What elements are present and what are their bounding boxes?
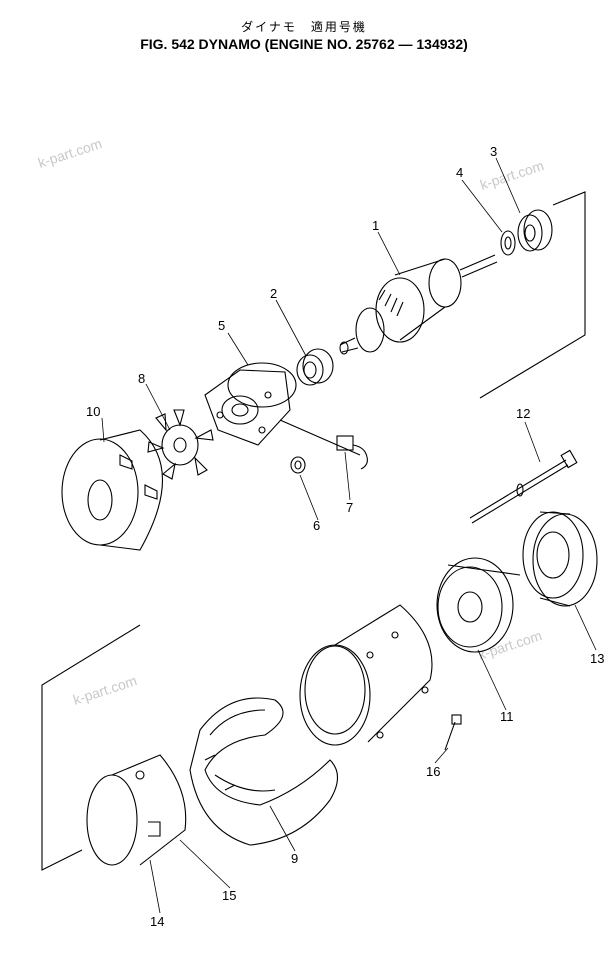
yoke-body xyxy=(299,604,433,746)
screw-16 xyxy=(444,714,462,751)
callout-2: 2 xyxy=(270,286,277,301)
callout-1: 1 xyxy=(372,218,379,233)
callout-6: 6 xyxy=(313,518,320,533)
washer-4 xyxy=(500,230,516,256)
band-cover-15 xyxy=(86,754,187,866)
fan-8 xyxy=(147,409,214,480)
callout-15: 15 xyxy=(222,888,236,903)
callout-7: 7 xyxy=(346,500,353,515)
callout-8: 8 xyxy=(138,371,145,386)
cover-13 xyxy=(522,511,598,607)
callout-5: 5 xyxy=(218,318,225,333)
watermark-2: k-part.com xyxy=(478,157,546,193)
diagram-title-jp: ダイナモ 適用号機 xyxy=(241,20,367,34)
callout-9: 9 xyxy=(291,851,298,866)
callout-14: 14 xyxy=(150,914,164,929)
field-coil-9 xyxy=(189,697,339,846)
brush-7 xyxy=(336,435,368,470)
armature-1 xyxy=(339,254,498,355)
callout-13: 13 xyxy=(590,651,604,666)
bearing-2 xyxy=(296,348,334,386)
callout-10: 10 xyxy=(86,404,100,419)
end-frame-5 xyxy=(204,362,297,446)
watermark-1: k-part.com xyxy=(36,135,104,171)
diagram-title: FIG. 542 DYNAMO (ENGINE NO. 25762 — 1349… xyxy=(140,36,468,52)
end-frame-11 xyxy=(436,557,514,653)
watermark-3: k-part.com xyxy=(71,672,139,708)
assembly-guide-lines xyxy=(41,191,586,871)
through-bolt-12 xyxy=(469,449,578,524)
callout-16: 16 xyxy=(426,764,440,779)
bearing-3 xyxy=(517,209,553,252)
pulley-10 xyxy=(61,429,164,551)
callout-12: 12 xyxy=(516,406,530,421)
callout-3: 3 xyxy=(490,144,497,159)
callout-4: 4 xyxy=(456,165,463,180)
watermark-4: k-part.com xyxy=(476,627,544,663)
callout-11: 11 xyxy=(500,709,514,724)
leader-lines xyxy=(101,157,597,914)
spring-6 xyxy=(290,456,306,474)
